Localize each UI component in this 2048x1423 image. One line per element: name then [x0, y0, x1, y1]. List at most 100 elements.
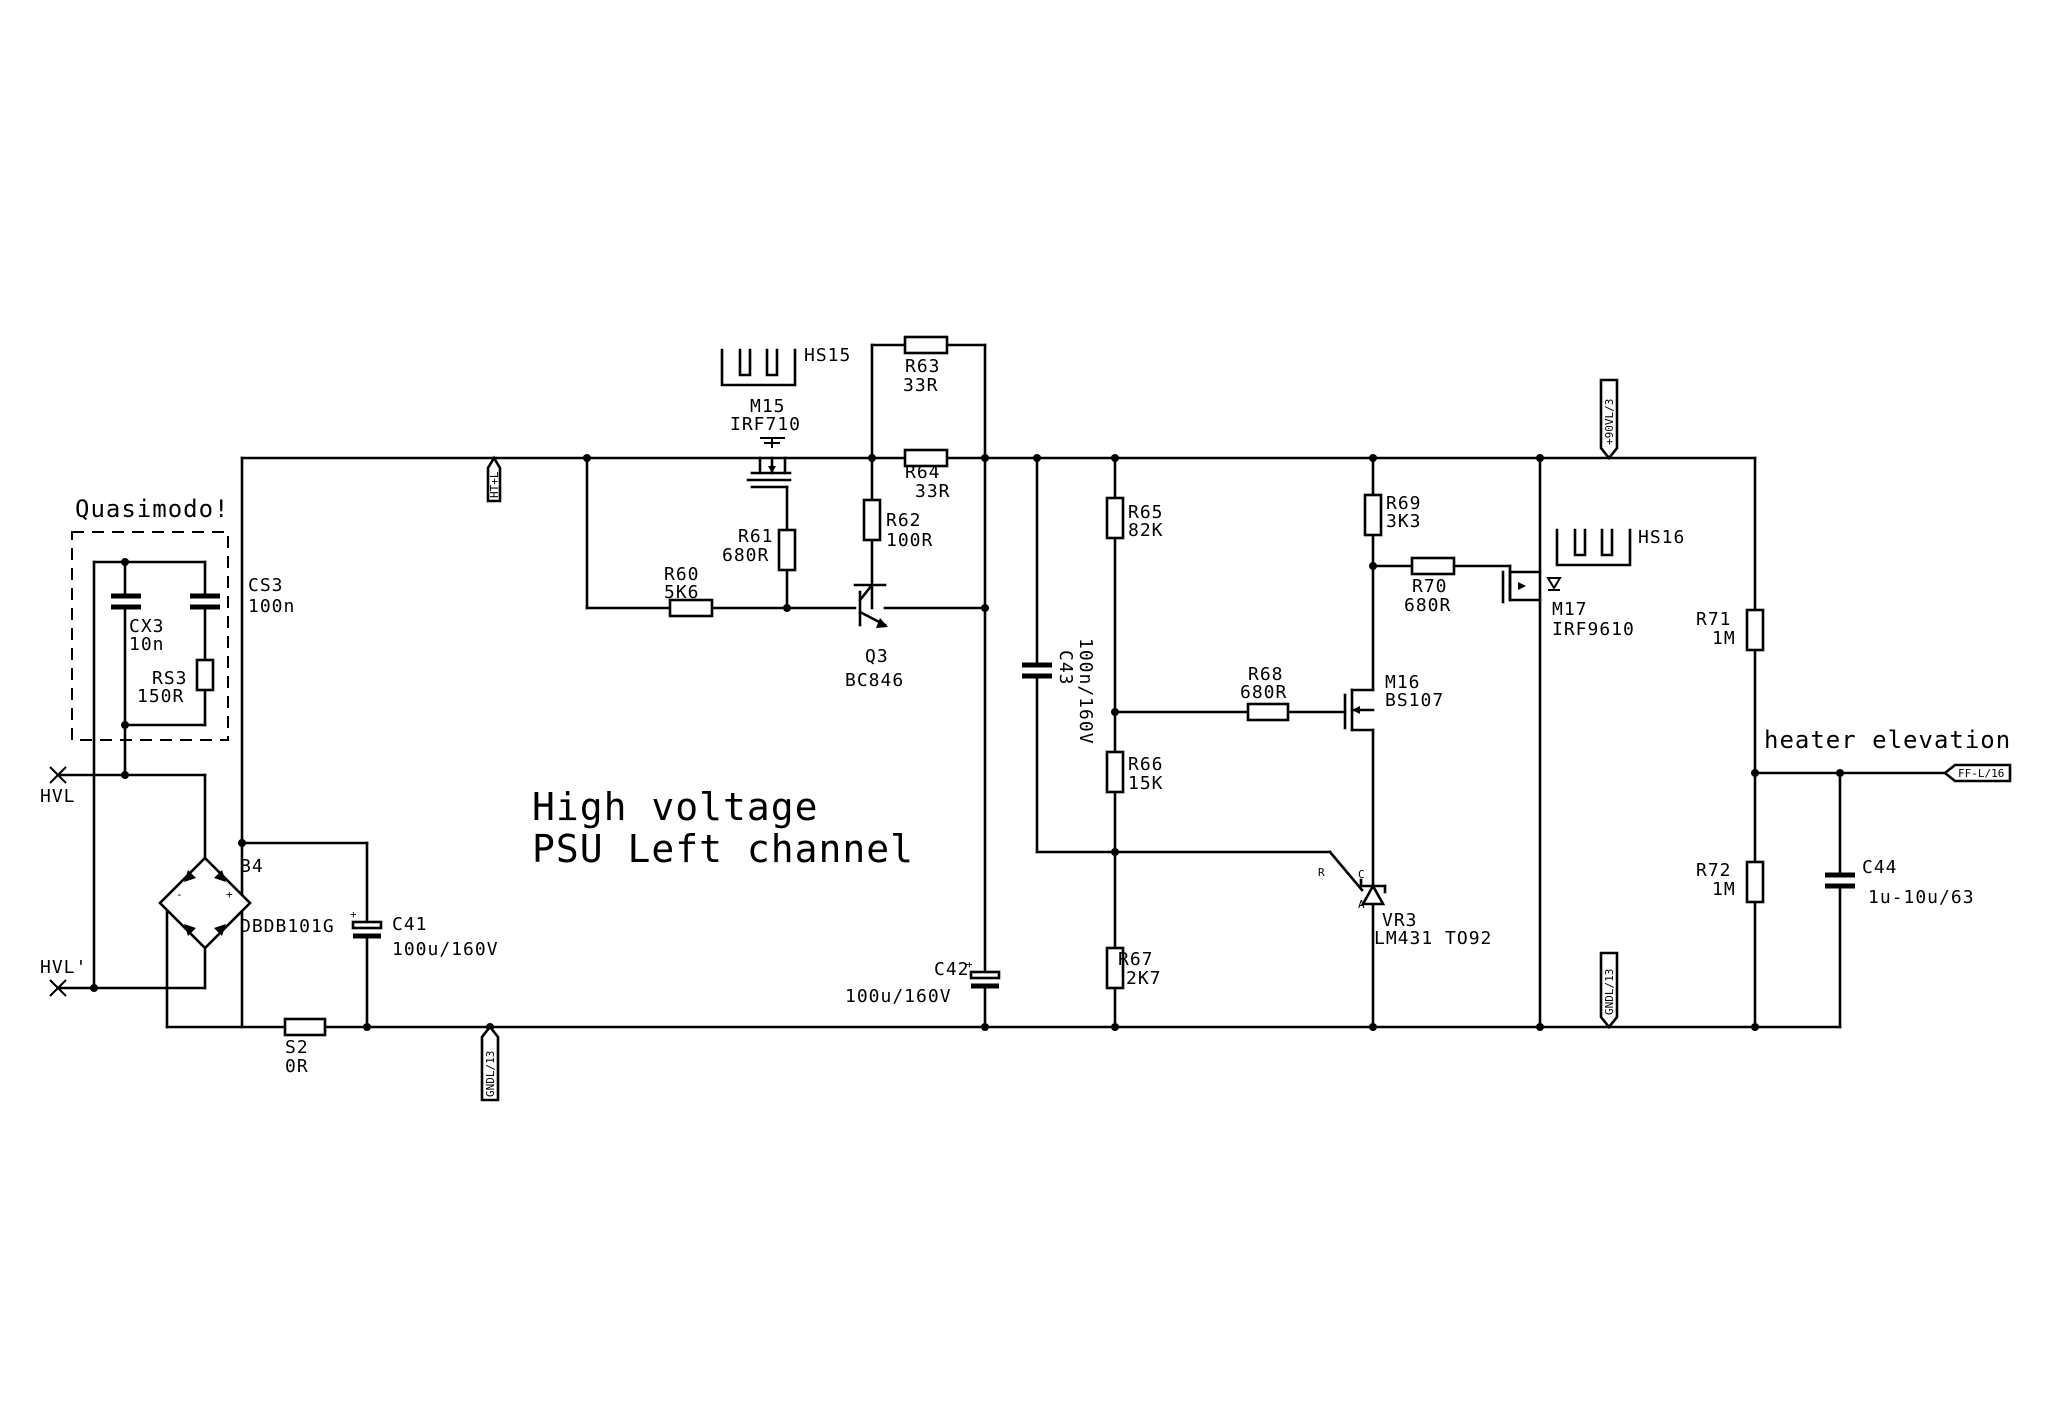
svg-text:R64: R64 [905, 462, 941, 483]
quasimodo-note: Quasimodo! [75, 495, 230, 523]
capacitor-c44: C44 1u-10u/63 [1825, 857, 1975, 908]
resistor-r65: R65 82K [1105, 496, 1164, 541]
svg-text:M16: M16 [1385, 672, 1421, 693]
svg-text:2K7: 2K7 [1126, 968, 1162, 989]
svg-text:R70: R70 [1412, 576, 1448, 597]
resistor-r61: R61 680R [722, 526, 797, 572]
net-flag-ht: HT+L [486, 455, 502, 503]
resistor-r64: R64 33R [903, 448, 951, 502]
svg-text:Q3: Q3 [865, 646, 889, 667]
svg-text:5K6: 5K6 [664, 582, 700, 603]
resistor-r70: R70 680R [1404, 556, 1456, 616]
svg-text:HT+L: HT+L [488, 471, 501, 498]
capacitor-c41: + C41 100u/160V [350, 908, 499, 960]
svg-text:100n/160V: 100n/160V [1075, 638, 1096, 745]
net-flag-gnd-right: GNDL/13 [1599, 951, 1619, 1030]
svg-text:C: C [1358, 868, 1365, 881]
svg-text:HVL': HVL' [40, 957, 87, 978]
svg-text:680R: 680R [1240, 682, 1287, 703]
resistor-r66: R66 15K [1105, 750, 1164, 794]
resistor-r68: R68 680R [1240, 664, 1290, 722]
svg-text:100u/160V: 100u/160V [845, 986, 952, 1007]
heatsink-hs15: HS15 [720, 345, 851, 387]
svg-text:LM431 TO92: LM431 TO92 [1374, 928, 1492, 949]
svg-text:100n: 100n [248, 596, 295, 617]
quasimodo-box [71, 531, 229, 741]
svg-text:GNDL/13: GNDL/13 [1603, 969, 1616, 1015]
svg-text:HS15: HS15 [804, 345, 851, 366]
resistor-r72: R72 1M [1696, 860, 1765, 904]
resistor-r63: R63 33R [903, 335, 949, 396]
svg-text:R63: R63 [905, 356, 941, 377]
heater-elevation-label: heater elevation [1764, 726, 2011, 754]
svg-text:VR3: VR3 [1382, 910, 1418, 931]
junctions [90, 454, 1844, 1031]
net-flag-ff: FF-L/16 [1942, 763, 2012, 783]
svg-text:33R: 33R [903, 375, 939, 396]
resistor-r60: R60 5K6 [664, 564, 714, 618]
svg-text:B4: B4 [240, 856, 264, 877]
svg-text:R72: R72 [1696, 860, 1732, 881]
svg-text:IRF9610: IRF9610 [1552, 619, 1635, 640]
mosfet-m16: M16 BS107 [1343, 672, 1443, 732]
svg-text:IRF710: IRF710 [730, 414, 801, 435]
mosfet-m17: M17 IRF9610 [1501, 570, 1635, 640]
resistor-r69: R69 3K3 [1363, 493, 1422, 537]
svg-text:+: + [966, 958, 973, 971]
svg-text:R: R [1318, 866, 1325, 879]
svg-text:GNDL/13: GNDL/13 [484, 1051, 497, 1097]
resistor-s2: S2 0R [283, 1017, 327, 1077]
svg-text:82K: 82K [1128, 520, 1164, 541]
svg-text:C44: C44 [1862, 857, 1898, 878]
mosfet-m15: M15 IRF710 [730, 396, 801, 482]
svg-text:15K: 15K [1128, 773, 1164, 794]
svg-text:R66: R66 [1128, 754, 1164, 775]
svg-text:680R: 680R [722, 545, 769, 566]
svg-text:M17: M17 [1552, 599, 1588, 620]
svg-text:R67: R67 [1118, 949, 1154, 970]
svg-text:M15: M15 [750, 396, 786, 417]
svg-text:100u/160V: 100u/160V [392, 939, 499, 960]
resistor-r62: R62 100R [862, 498, 933, 551]
svg-text:R69: R69 [1386, 493, 1422, 514]
shunt-regulator-vr3: R A C VR3 LM431 TO92 [1318, 866, 1492, 949]
resistor-rs3: RS3 150R [137, 658, 215, 707]
svg-text:100R: 100R [886, 530, 933, 551]
svg-text:S2: S2 [285, 1037, 309, 1058]
svg-text:R65: R65 [1128, 502, 1164, 523]
svg-text:1u-10u/63: 1u-10u/63 [1868, 887, 1975, 908]
svg-text:R68: R68 [1248, 664, 1284, 685]
resistor-r71: R71 1M [1696, 608, 1765, 652]
bridge-rectifier-b4: - + B4 DBDB101G [158, 856, 335, 950]
svg-text:CS3: CS3 [248, 575, 284, 596]
svg-text:-: - [176, 888, 183, 901]
capacitor-c42: + C42 100u/160V [845, 958, 1001, 1007]
capacitor-c43: C43 100n/160V [1022, 638, 1096, 745]
svg-text:R62: R62 [886, 510, 922, 531]
title-line-1: High voltage [532, 785, 819, 829]
svg-text:+: + [226, 888, 233, 901]
svg-text:FF-L/16: FF-L/16 [1958, 767, 2004, 780]
svg-text:10n: 10n [129, 634, 165, 655]
svg-text:RS3: RS3 [152, 668, 188, 689]
svg-text:HVL: HVL [40, 786, 76, 807]
svg-text:DBDB101G: DBDB101G [240, 916, 335, 937]
svg-text:C42: C42 [934, 959, 970, 980]
net-flag-gnd-left: GNDL/13 [480, 1024, 500, 1102]
svg-text:R60: R60 [664, 564, 700, 585]
svg-text:R71: R71 [1696, 609, 1732, 630]
title-line-2: PSU Left channel [532, 827, 914, 871]
wires [56, 343, 1947, 1029]
heatsink-hs16: HS16 [1555, 527, 1684, 567]
svg-text:1M: 1M [1712, 628, 1736, 649]
svg-text:BC846: BC846 [845, 670, 904, 691]
capacitor-cx3: CX3 10n [111, 593, 165, 655]
svg-text:+90VL/3: +90VL/3 [1603, 399, 1616, 445]
svg-text:CX3: CX3 [129, 616, 165, 637]
capacitor-cs3: CS3 100n [190, 575, 295, 617]
hvl-terminal: HVL [40, 766, 76, 807]
net-flag-90v: +90VL/3 [1599, 378, 1619, 461]
transistor-q3: Q3 BC846 [845, 583, 904, 691]
svg-text:33R: 33R [915, 481, 951, 502]
